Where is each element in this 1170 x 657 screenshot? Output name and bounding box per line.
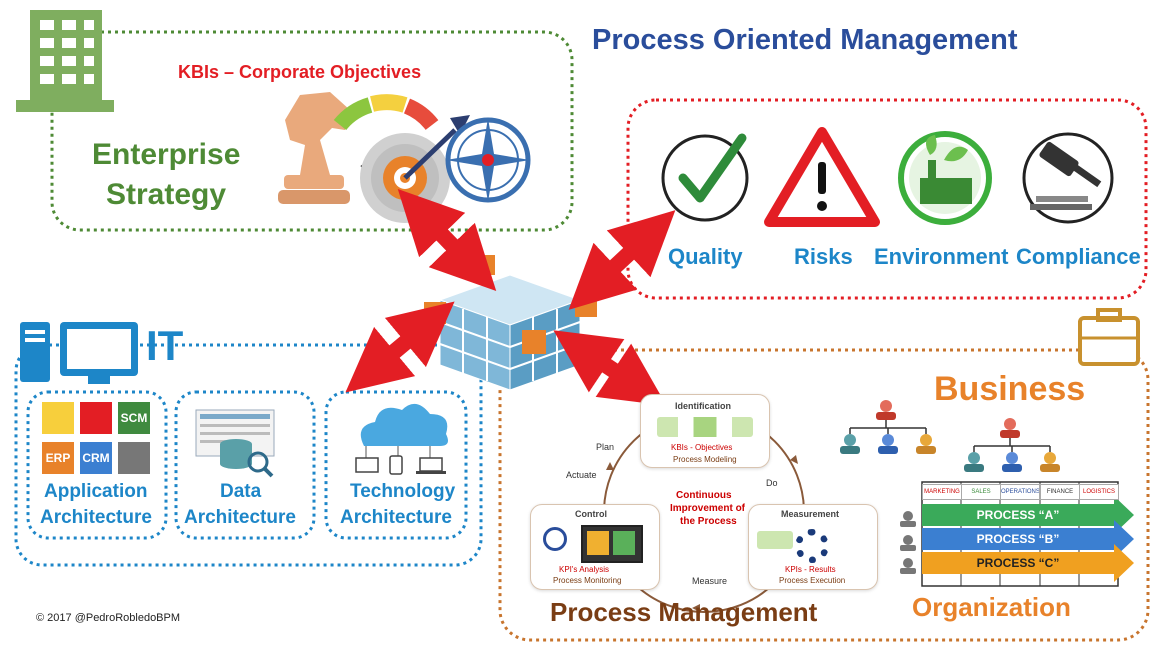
arrow-cube-it (345, 301, 455, 393)
cycle-label-measure: Measure (692, 576, 728, 586)
identification-sub: KBIs - Objectives (671, 443, 733, 452)
gavel-icon (1022, 132, 1114, 224)
dept-operations: OPERATIONS (1000, 484, 1040, 500)
app-tile-red (80, 402, 112, 434)
dept-finance: FINANCE (1040, 484, 1080, 500)
target-icon (360, 115, 470, 223)
control-caption: Process Monitoring (553, 576, 622, 585)
it-title: IT (146, 322, 184, 369)
identification-card: Identification KBIs - Objectives Process… (640, 394, 770, 468)
process-b-label: PROCESS “B” (976, 532, 1060, 546)
business-title: Business (934, 370, 1086, 408)
process-a-label: PROCESS “A” (976, 508, 1060, 522)
data-architecture-line1: Data (220, 481, 262, 502)
enterprise-title-line2: Strategy (106, 178, 227, 211)
identification-title: Identification (675, 401, 731, 411)
chess-knight-icon (278, 92, 350, 204)
measurement-flow-icon (757, 531, 793, 549)
arrow-strategy-cube (397, 188, 497, 292)
governance-label-risks: Risks (794, 244, 853, 269)
governance-container (626, 98, 1148, 300)
computer-icon (20, 322, 138, 384)
application-architecture-line2: Architecture (40, 507, 152, 528)
measurement-card: Measurement KPIs - Results Process Execu… (748, 504, 878, 590)
application-architecture-line1: Application (44, 481, 148, 502)
process-c-label: PROCESS “C” (976, 556, 1060, 570)
measurement-sub: KPIs - Results (785, 565, 836, 574)
kbi-label: KBIs – Corporate Objectives (178, 62, 422, 82)
copyright: © 2017 @PedroRobledoBPM (36, 612, 181, 624)
cycle-label-do: Do (766, 478, 778, 488)
control-card: Control KPI's Analysis Process Monitorin… (530, 504, 660, 590)
app-tile-gray (118, 442, 150, 474)
control-title: Control (575, 509, 607, 519)
enterprise-strategy-container (50, 30, 574, 232)
page-title: Process Oriented Management (592, 24, 1018, 56)
it-container (14, 343, 483, 567)
measurement-title: Measurement (781, 509, 840, 519)
app-tile-scm: SCM (118, 402, 150, 434)
checkmark-icon (661, 133, 749, 222)
control-sub: KPI's Analysis (559, 565, 609, 574)
process-management-title: Process Management (550, 597, 818, 627)
measurement-caption: Process Execution (779, 576, 846, 585)
compass-icon (445, 117, 531, 203)
cycle-center-line1: Continuous (676, 490, 732, 501)
cycle-center-line3: the Process (680, 516, 737, 527)
technology-architecture-line2: Architecture (340, 507, 452, 528)
app-tile-yellow (42, 402, 74, 434)
dept-marketing: MARKETING (922, 484, 962, 500)
data-architecture-line2: Architecture (184, 507, 296, 528)
organization-label: Organization (912, 592, 1071, 622)
arrow-cube-governance (568, 210, 676, 310)
dept-logistics: LOGISTICS (1079, 484, 1119, 500)
app-tile-crm: CRM (80, 442, 112, 474)
magnifier-icon (543, 527, 567, 551)
dept-sales: SALES (961, 484, 1001, 500)
cycle-label-actuate: Actuate (566, 470, 597, 480)
governance-label-quality: Quality (668, 244, 743, 269)
monitor-dashboard-icon (581, 525, 643, 563)
building-icon (16, 10, 114, 112)
app-tile-erp: ERP (42, 442, 74, 474)
cycle-label-plan: Plan (596, 442, 615, 452)
gears-icon (795, 529, 829, 563)
business-container (498, 348, 1150, 642)
governance-label-environment: Environment (874, 244, 1009, 269)
org-chart-icon (840, 400, 1060, 472)
database-document-icon (195, 409, 275, 478)
factory-leaf-icon (898, 131, 992, 225)
central-cube-icon (424, 255, 597, 391)
cloud-devices-icon (355, 403, 448, 475)
enterprise-title-line1: Enterprise (92, 138, 241, 171)
cycle-center-line2: Improvement of (670, 503, 746, 514)
application-card-frame (26, 390, 168, 540)
identification-diagram-icon (657, 417, 753, 437)
data-card-frame (174, 390, 316, 540)
governance-label-compliance: Compliance (1016, 244, 1141, 269)
briefcase-icon (1078, 308, 1140, 366)
warning-icon (764, 127, 880, 227)
technology-architecture-line1: Technology (350, 481, 456, 502)
identification-caption: Process Modeling (673, 455, 737, 464)
arrow-cube-process (553, 330, 667, 406)
